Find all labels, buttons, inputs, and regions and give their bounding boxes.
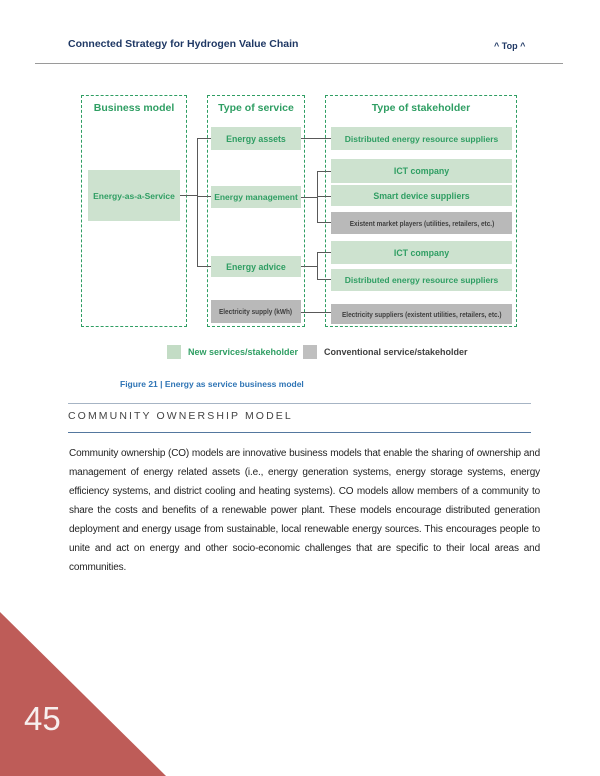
corner-triangle [0, 612, 166, 776]
figure-caption: Figure 21 | Energy as service business m… [120, 379, 304, 389]
connector-line [301, 197, 318, 198]
legend-swatch-new [167, 345, 181, 359]
box-electricity-supply: Electricity supply (kWh) [211, 300, 301, 323]
section-heading: COMMUNITY OWNERSHIP MODEL [68, 410, 293, 422]
column-title-business-model: Business model [93, 102, 175, 114]
connector-line [317, 222, 331, 223]
column-type-of-stakeholder: Type of stakeholder [325, 95, 517, 327]
connector-line [197, 138, 198, 267]
page-title: Connected Strategy for Hydrogen Value Ch… [68, 38, 299, 50]
connector-line [317, 171, 331, 172]
box-smart-device-suppliers: Smart device suppliers [331, 185, 512, 206]
connector-line [317, 171, 318, 223]
box-electricity-suppliers: Electricity suppliers (existent utilitie… [331, 304, 512, 324]
legend-swatch-conventional [303, 345, 317, 359]
legend-label-conventional: Conventional service/stakeholder [324, 347, 468, 357]
box-ict-company-2: ICT company [331, 241, 512, 264]
connector-line [301, 312, 331, 313]
connector-line [317, 279, 331, 280]
column-business-model: Business model [81, 95, 187, 327]
box-existent-market-players: Existent market players (utilities, reta… [331, 212, 512, 234]
connector-line [317, 196, 331, 197]
box-energy-advice: Energy advice [211, 256, 301, 277]
box-energy-as-a-service: Energy-as-a-Service [88, 170, 180, 221]
legend-label-new: New services/stakeholder [188, 347, 299, 357]
section-rule-bottom [68, 432, 531, 433]
box-distributed-energy-resource-suppliers-1: Distributed energy resource suppliers [331, 127, 512, 150]
body-paragraph: Community ownership (CO) models are inno… [69, 448, 540, 573]
connector-line [317, 252, 318, 280]
connector-line [197, 196, 211, 197]
box-ict-company-1: ICT company [331, 159, 512, 183]
connector-line [197, 138, 211, 139]
top-link[interactable]: ^ Top ^ [494, 41, 526, 51]
page-number: 45 [24, 700, 61, 737]
connector-line [301, 138, 331, 139]
connector-line [301, 266, 318, 267]
box-distributed-energy-resource-suppliers-2: Distributed energy resource suppliers [331, 269, 512, 291]
section-rule-top [68, 403, 531, 404]
connector-line [180, 195, 197, 196]
column-title-type-of-stakeholder: Type of stakeholder [371, 102, 471, 114]
header-divider [35, 63, 563, 64]
column-type-of-service: Type of service [207, 95, 305, 327]
box-energy-assets: Energy assets [211, 127, 301, 150]
box-energy-management: Energy management [211, 186, 301, 208]
column-title-type-of-service: Type of service [218, 102, 294, 114]
connector-line [197, 266, 211, 267]
connector-line [317, 252, 331, 253]
